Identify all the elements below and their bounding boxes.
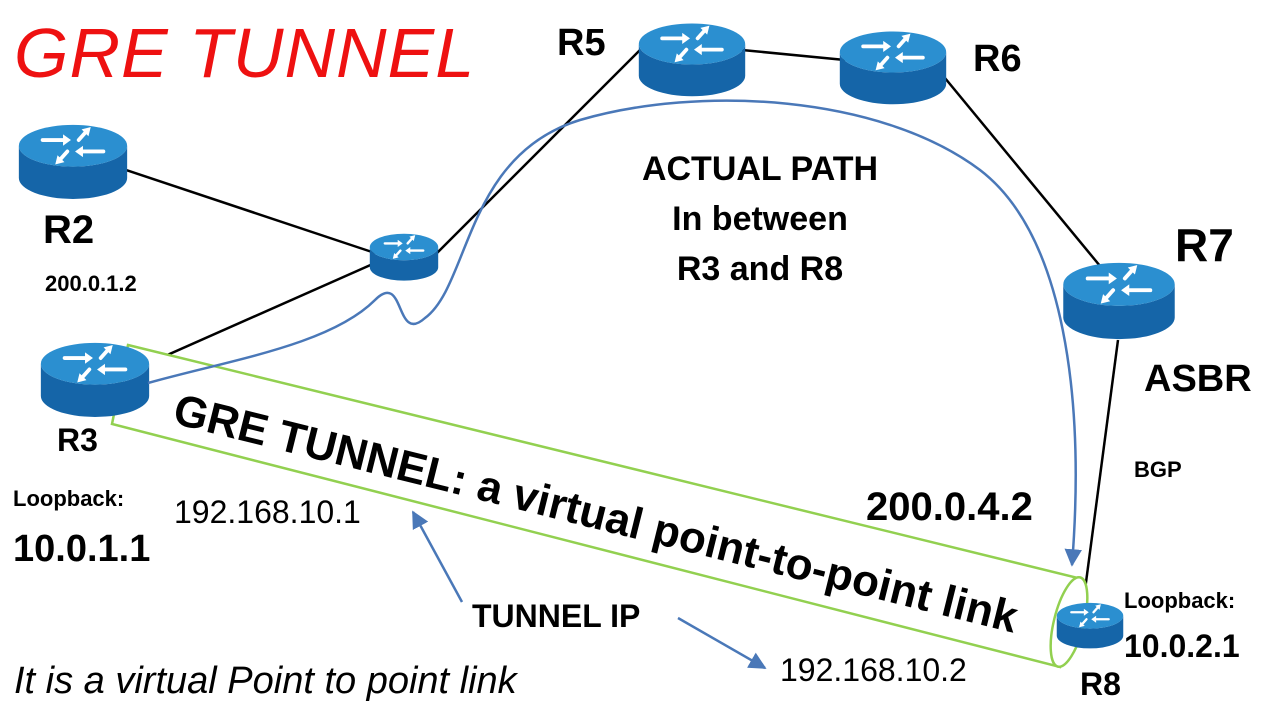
link-r2-r4 — [119, 166, 376, 255]
link-r5-r6 — [741, 48, 846, 62]
r3-tunnel-ip: 192.168.10.1 — [174, 494, 361, 530]
router-r4-icon — [368, 232, 440, 282]
tunnel-ip-label: TUNNEL IP — [472, 598, 641, 634]
router-r2-icon — [16, 122, 130, 201]
bgp-label: BGP — [1134, 457, 1182, 482]
link-r7-r8 — [1081, 339, 1120, 606]
r5-name: R5 — [557, 22, 606, 64]
actual-path-line-2: In between — [672, 200, 848, 238]
r7-role: ASBR — [1144, 358, 1252, 400]
tunnel-ip-arrow-r3 — [411, 510, 464, 603]
r8-tunnel-ip: 192.168.10.2 — [780, 652, 967, 688]
link-r4-r5 — [436, 49, 641, 254]
actual-path-line-1: ACTUAL PATH — [641, 150, 879, 188]
r8-loopback-label: Loopback: — [1124, 588, 1236, 613]
r8-loopback-ip: 10.0.2.1 — [1124, 628, 1240, 664]
page-title: GRE TUNNEL — [14, 14, 476, 92]
r7-name: R7 — [1175, 219, 1234, 271]
r3-loopback-label: Loopback: — [13, 486, 125, 511]
r2-name: R2 — [43, 208, 95, 252]
router-r7-icon — [1061, 260, 1177, 342]
actual-path-label: ACTUAL PATH In between R3 and R8 — [620, 144, 900, 294]
actual-path-line-3: R3 and R8 — [676, 250, 844, 288]
router-r5-icon — [636, 21, 748, 99]
link-r6-r7 — [939, 71, 1106, 273]
router-r8-icon — [1055, 601, 1125, 650]
tunnel-ip-arrow-r8 — [677, 616, 767, 670]
actual-path-arrow — [147, 99, 1082, 567]
r2-ip: 200.0.1.2 — [45, 271, 137, 296]
r8-name: R8 — [1080, 666, 1121, 702]
footer-caption: It is a virtual Point to point link — [14, 660, 517, 702]
r3-name: R3 — [57, 422, 98, 458]
r6-name: R6 — [973, 38, 1022, 80]
r3-loopback-ip: 10.0.1.1 — [13, 528, 151, 570]
router-r3-icon — [38, 340, 152, 419]
router-r6-icon — [837, 29, 949, 107]
r8-public-ip: 200.0.4.2 — [866, 485, 1033, 529]
